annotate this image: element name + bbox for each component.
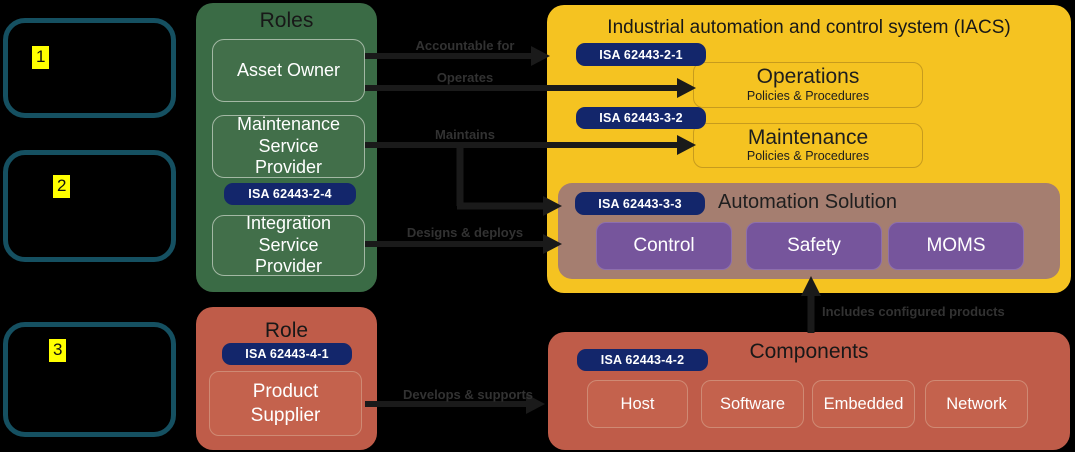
maintenance-service-provider-box: Maintenance Service Provider — [212, 113, 365, 178]
asset-owner-box: Asset Owner — [212, 39, 365, 102]
moms-box: MOMS — [888, 222, 1024, 270]
operations-box: Operations Policies & Procedures — [693, 62, 923, 108]
isa-62443-3-2-badge: ISA 62443-3-2 — [576, 107, 706, 129]
isa-62443-3-3-badge: ISA 62443-3-3 — [575, 192, 705, 215]
components-panel: Components ISA 62443-4-2 Host Software E… — [548, 332, 1070, 450]
reference-number-1: 1 — [32, 46, 50, 69]
maintenance-box: Maintenance Policies & Procedures — [693, 123, 923, 168]
asset-owner-label: Asset Owner — [236, 59, 341, 80]
maintenance-service-provider-label: Maintenance Service Provider — [236, 113, 341, 178]
host-box: Host — [587, 380, 688, 428]
integration-service-provider-label: Integration Service Provider — [245, 212, 332, 277]
develops-supports-label: Develops & supports — [402, 387, 534, 402]
roles-panel-title: Roles — [259, 9, 314, 32]
operates-label: Operates — [436, 70, 494, 85]
software-box: Software — [701, 380, 804, 428]
product-supplier-box: Product Supplier — [209, 371, 362, 436]
maintains-label: Maintains — [435, 127, 495, 142]
reference-box-2: 2 — [3, 150, 176, 262]
isa-62443-2-4-badge: ISA 62443-2-4 — [224, 183, 356, 205]
components-panel-title: Components — [749, 340, 869, 363]
iacs-panel-title: Industrial automation and control system… — [607, 17, 1011, 38]
operations-title: Operations — [756, 65, 860, 89]
isa-62443-4-1-badge: ISA 62443-4-1 — [222, 343, 352, 365]
reference-box-3: 3 — [3, 322, 176, 437]
network-box: Network — [925, 380, 1028, 428]
role-panel: Role ISA 62443-4-1 Product Supplier — [196, 307, 377, 450]
role-panel-title: Role — [264, 319, 309, 342]
roles-panel: Roles Asset Owner Maintenance Service Pr… — [196, 3, 377, 292]
isa-62443-2-1-badge: ISA 62443-2-1 — [576, 43, 706, 66]
integration-service-provider-box: Integration Service Provider — [212, 212, 365, 277]
control-box: Control — [596, 222, 732, 270]
designs-deploys-label: Designs & deploys — [406, 225, 524, 240]
automation-solution-panel: ISA 62443-3-3 Automation Solution Contro… — [558, 183, 1060, 279]
reference-number-2: 2 — [53, 175, 71, 198]
accountable-for-label: Accountable for — [415, 38, 515, 53]
includes-configured-label: Includes configured products — [822, 304, 1005, 319]
reference-number-3: 3 — [49, 339, 67, 362]
automation-solution-title: Automation Solution — [718, 191, 898, 213]
reference-box-1: 1 — [3, 18, 176, 118]
maintenance-subtitle: Policies & Procedures — [746, 149, 870, 164]
maintenance-title: Maintenance — [747, 125, 869, 149]
product-supplier-label: Product Supplier — [250, 381, 321, 426]
iacs-panel: Industrial automation and control system… — [547, 5, 1071, 293]
safety-box: Safety — [746, 222, 882, 270]
operations-subtitle: Policies & Procedures — [746, 88, 870, 103]
isa-62443-4-2-badge: ISA 62443-4-2 — [577, 349, 708, 371]
embedded-box: Embedded — [812, 380, 915, 428]
